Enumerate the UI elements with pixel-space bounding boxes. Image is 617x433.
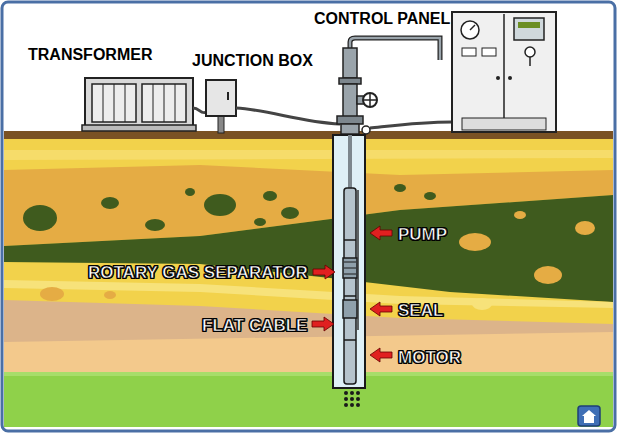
part-label: ROTARY GAS SEPARATOR xyxy=(88,264,308,281)
part-label: SEAL xyxy=(398,302,443,319)
equipment-label: JUNCTION BOX xyxy=(192,53,313,69)
part-label: PUMP xyxy=(398,226,447,243)
equipment-label: CONTROL PANEL xyxy=(314,11,450,27)
part-label: FLAT CABLE xyxy=(202,317,307,334)
equipment-label: TRANSFORMER xyxy=(28,47,152,63)
part-label: MOTOR xyxy=(398,349,461,366)
